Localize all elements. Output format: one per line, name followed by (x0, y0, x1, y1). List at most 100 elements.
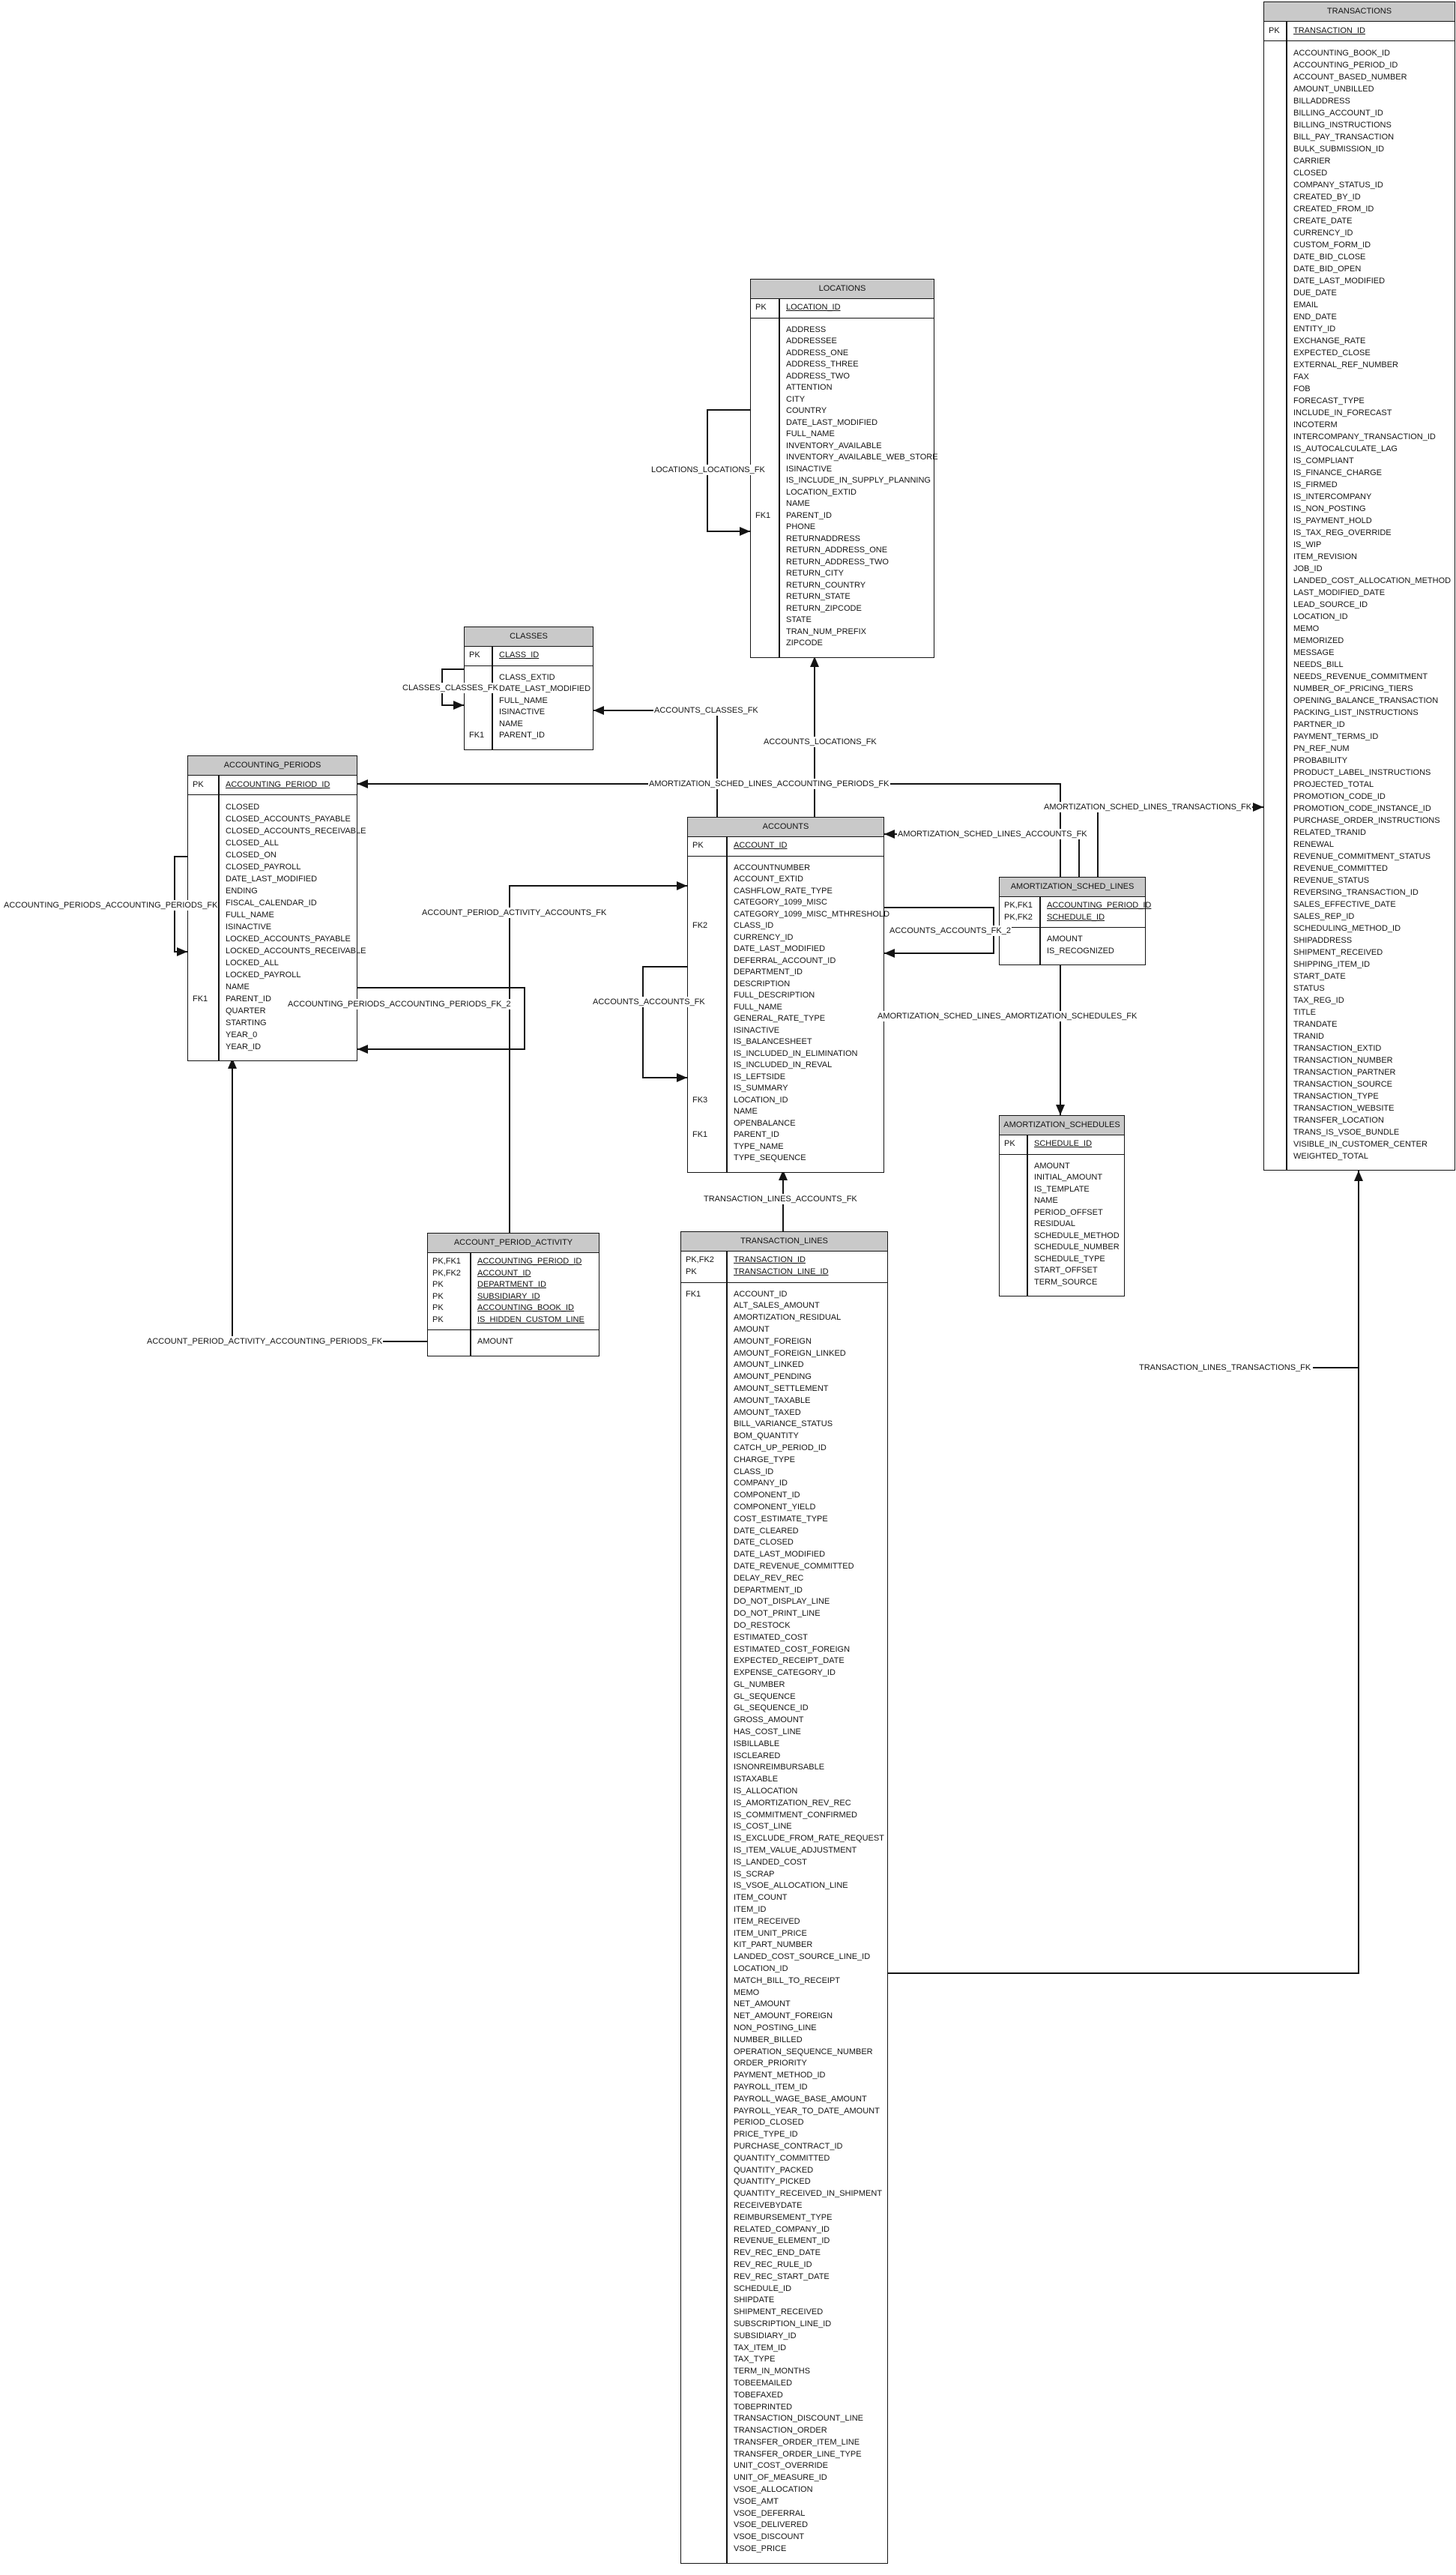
key-tag (751, 603, 779, 615)
key-tag (681, 2437, 726, 2449)
key-tag (681, 2117, 726, 2129)
attribute-name: IS_AMORTIZATION_REV_REC (734, 1798, 851, 1808)
attribute-row: BULK_SUBMISSION_ID (1264, 143, 1455, 155)
key-tag (751, 591, 779, 603)
attribute-row: BILLADDRESS (1264, 95, 1455, 107)
key-tag: PK (432, 1280, 444, 1289)
attribute-row: ISBILLABLE (681, 1739, 887, 1751)
key-tag (1264, 935, 1286, 947)
attribute-name: BILL_PAY_TRANSACTION (1293, 133, 1395, 142)
relationship-line-accounting-periods-accounting-periods-fk-2 (357, 987, 525, 1050)
attribute-name: INCLUDE_IN_FORECAST (1293, 408, 1392, 417)
attribute-name: ISINACTIVE (226, 923, 272, 932)
attribute-row: COST_ESTIMATE_TYPE (681, 1514, 887, 1526)
attribute-row: ACCOUNTING_PERIOD_ID (1264, 59, 1455, 71)
relationship-label-accounting-periods-accounting-periods-fk-2: ACCOUNTING_PERIODS_ACCOUNTING_PERIODS_FK… (287, 999, 512, 1009)
attribute-row: TITLE (1264, 1006, 1455, 1018)
attribute-row: NAME (465, 719, 593, 731)
attribute-name: IS_HIDDEN_CUSTOM_LINE (477, 1314, 584, 1324)
key-tag (681, 2011, 726, 2023)
key-tag (681, 1608, 726, 1620)
key-tag (1264, 83, 1286, 95)
attribute-row: REVENUE_ELEMENT_ID (681, 2236, 887, 2248)
attribute-name: PRICE_TYPE_ID (734, 2130, 798, 2140)
attribute-name: EXPECTED_RECEIPT_DATE (734, 1656, 845, 1666)
key-tag: FK1 (755, 510, 771, 520)
attribute-row: SHIPPING_ITEM_ID (1264, 959, 1455, 970)
attribute-row: FORECAST_TYPE (1264, 395, 1455, 407)
attribute-row: PAYROLL_ITEM_ID (681, 2082, 887, 2094)
key-tag (1264, 287, 1286, 299)
attribute-row: SHIPADDRESS (1264, 935, 1455, 947)
attribute-name: LOCATION_ID (734, 1095, 788, 1105)
attribute-row: AMOUNT_TAXABLE (681, 1395, 887, 1407)
attribute-name: RELATED_COMPANY_ID (734, 2224, 830, 2234)
attribute-name: CLOSED_ACCOUNTS_PAYABLE (226, 815, 351, 824)
key-tag: PK (432, 1303, 444, 1312)
attribute-row: PRICE_TYPE_ID (681, 2129, 887, 2141)
attribute-name: ACCOUNT_ID (477, 1268, 531, 1278)
attribute-name: LANDED_COST_ALLOCATION_METHOD (1293, 576, 1452, 585)
key-tag (1264, 359, 1286, 371)
key-tag (681, 1904, 726, 1916)
key-tag (1264, 1018, 1286, 1030)
attribute-name: CLASS_ID (734, 1467, 774, 1476)
attribute-name: IS_SCRAP (734, 1869, 775, 1879)
key-tag (751, 429, 779, 441)
attribute-name: FULL_DESCRIPTION (734, 991, 815, 1000)
attribute-name: ACCOUNTING_BOOK_ID (1293, 49, 1390, 58)
attribute-name: CUSTOM_FORM_ID (1293, 241, 1371, 250)
attribute-row: QUANTITY_RECEIVED_IN_SHIPMENT (681, 2188, 887, 2200)
key-tag (751, 498, 779, 510)
attribute-row: IS_EXCLUDE_FROM_RATE_REQUEST (681, 1833, 887, 1845)
attribute-row: REVERSING_TRANSACTION_ID (1264, 887, 1455, 899)
relationship-line-amortization-sched-lines-transactions-fk (1097, 806, 1263, 877)
attribute-row: AMOUNT (1000, 934, 1145, 946)
attribute-row: PRODUCT_LABEL_INSTRUCTIONS (1264, 767, 1455, 779)
key-tag (681, 1348, 726, 1360)
relationship-label-transaction-lines-accounts-fk: TRANSACTION_LINES_ACCOUNTS_FK (703, 1194, 858, 1204)
attribute-name: BILLADDRESS (1293, 97, 1350, 106)
attribute-name: QUANTITY_COMMITTED (734, 2153, 830, 2163)
attribute-row: MEMO (681, 1987, 887, 1999)
attribute-row: AMOUNT_TAXED (681, 1407, 887, 1419)
attribute-row: VSOE_DISCOUNT (681, 2532, 887, 2544)
attribute-row: TERM_SOURCE (1000, 1277, 1124, 1289)
attribute-name: AMOUNT_UNBILLED (1293, 85, 1374, 94)
attribute-name: ISINACTIVE (734, 1025, 780, 1035)
attribute-name: KIT_PART_NUMBER (734, 1940, 813, 1950)
attribute-name: REVERSING_TRANSACTION_ID (1293, 888, 1419, 897)
attribute-row: COMPONENT_YIELD (681, 1502, 887, 1514)
relationship-arrowhead (1056, 1105, 1065, 1115)
attribute-name: DUE_DATE (1293, 289, 1337, 298)
key-tag: PK,FK1 (432, 1257, 461, 1266)
key-tag (1264, 539, 1286, 551)
attribute-name: NAME (734, 1107, 758, 1116)
attribute-row: SUBSIDIARY_ID (681, 2331, 887, 2343)
key-tag (1264, 1090, 1286, 1102)
attribute-name: CLOSED_ALL (226, 839, 279, 848)
key-tag (1264, 311, 1286, 323)
attribute-name: RETURN_ZIPCODE (786, 603, 862, 613)
relationship-label-accounts-accounts-fk: ACCOUNTS_ACCOUNTS_FK (592, 997, 706, 1007)
attribute-name: AMOUNT (477, 1337, 513, 1346)
key-tag (1264, 839, 1286, 851)
attribute-name: LOCATION_ID (734, 1964, 788, 1974)
attribute-name: BILLING_ACCOUNT_ID (1293, 109, 1383, 118)
key-tag (681, 1514, 726, 1526)
attribute-row: QUANTITY_PACKED (681, 2165, 887, 2177)
key-tag (681, 1537, 726, 1549)
attribute-row: NET_AMOUNT_FOREIGN (681, 2011, 887, 2023)
attribute-name: PAYMENT_METHOD_ID (734, 2071, 826, 2080)
attribute-row: MEMO (1264, 623, 1455, 635)
attribute-row: SCHEDULE_ID (681, 2283, 887, 2295)
key-tag (681, 1762, 726, 1774)
attribute-name: ZIPCODE (786, 639, 823, 647)
key-tag (681, 2129, 726, 2141)
attribute-name: NAME (1034, 1196, 1058, 1205)
attribute-row: VSOE_AMT (681, 2496, 887, 2508)
